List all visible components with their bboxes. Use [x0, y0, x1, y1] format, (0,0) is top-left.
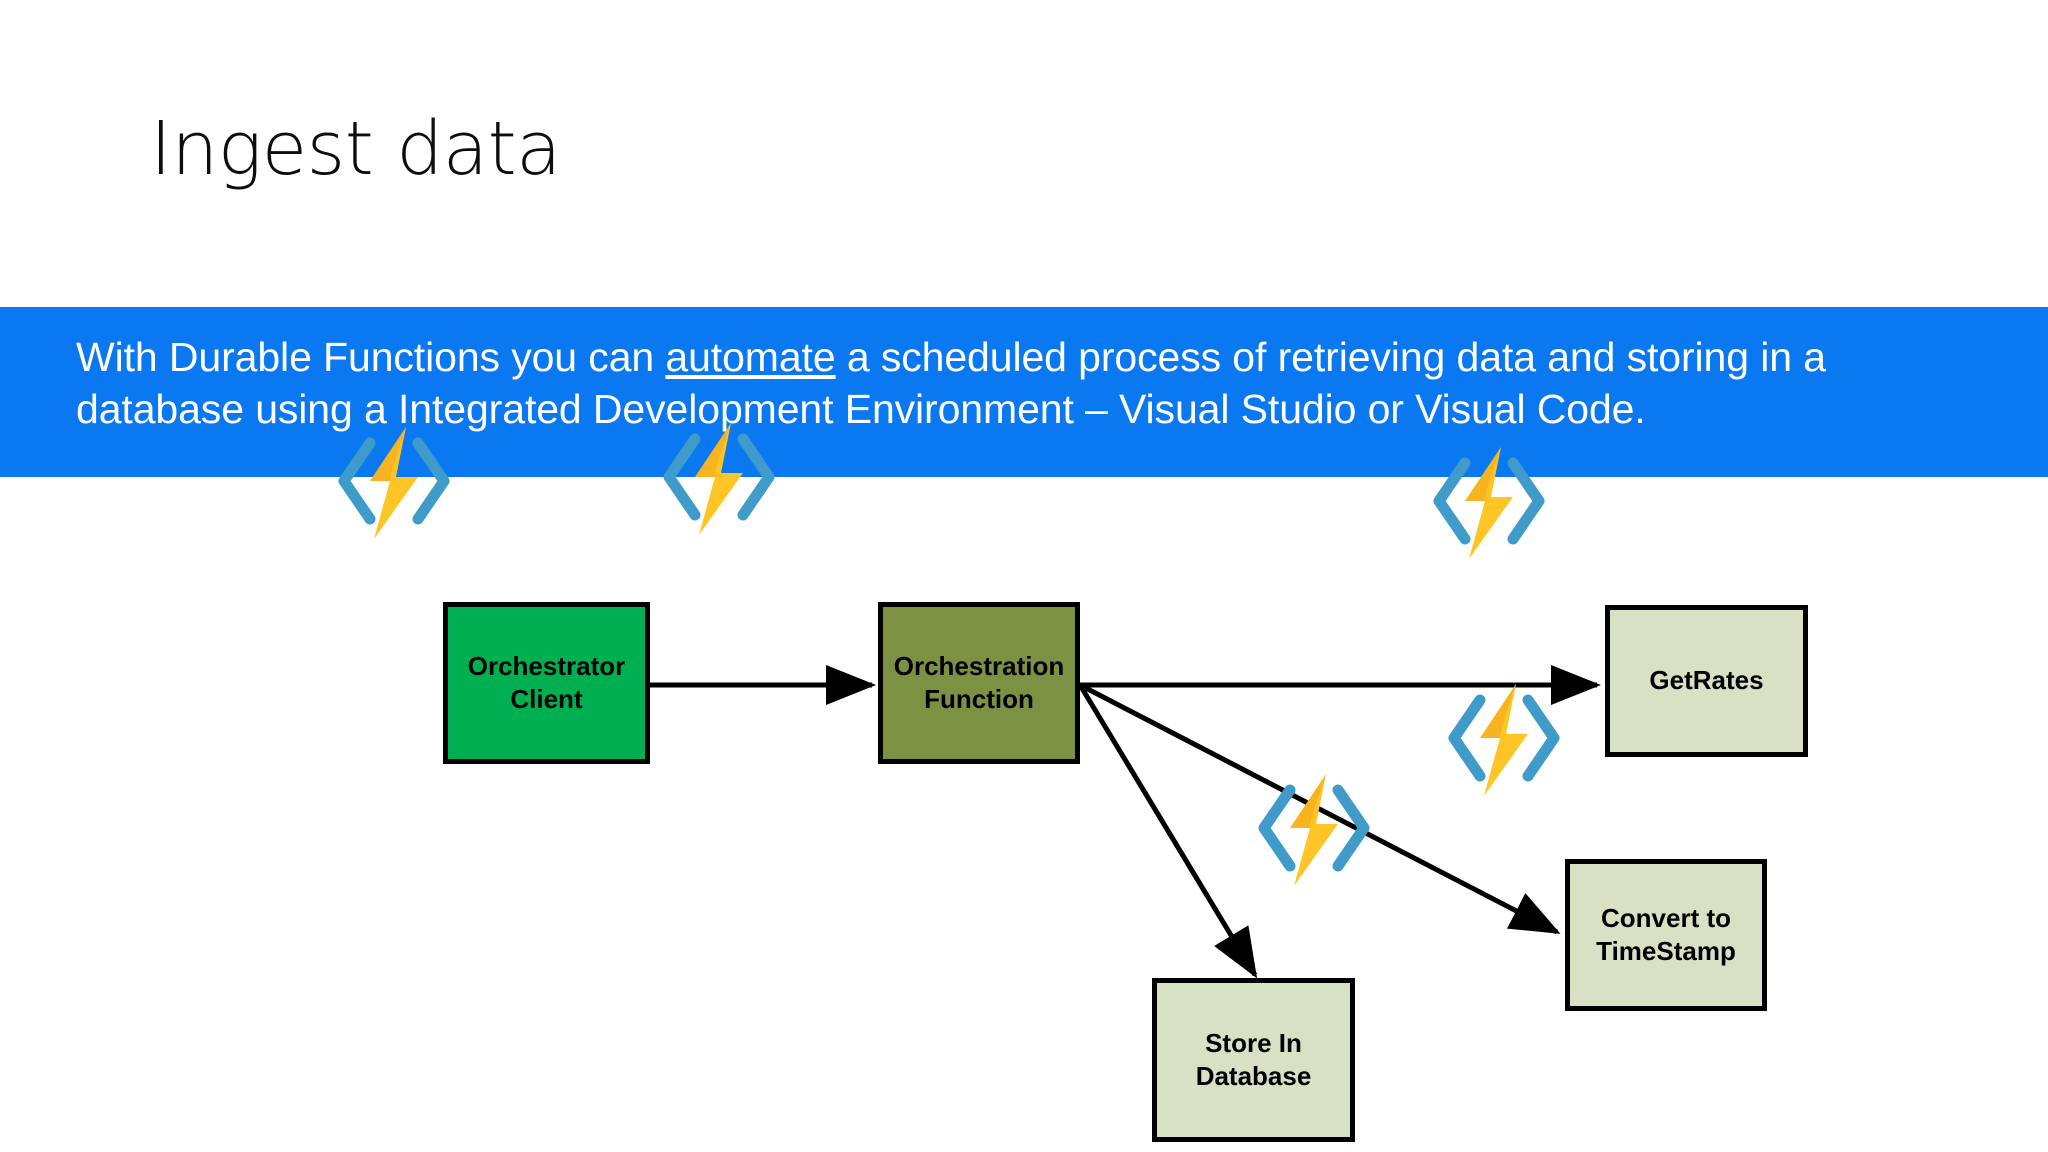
- banner-text-part-1: With Durable Functions you can: [76, 334, 666, 380]
- highlight-banner: With Durable Functions you can automate …: [0, 307, 2048, 477]
- node-store-in-database[interactable]: Store In Database: [1152, 978, 1355, 1142]
- node-orchestrator-client[interactable]: Orchestrator Client: [443, 602, 650, 764]
- banner-text: With Durable Functions you can automate …: [76, 331, 1978, 436]
- banner-text-part-2: a scheduled process of retrieving data a…: [835, 334, 1826, 380]
- node-convert-to-timestamp[interactable]: Convert to TimeStamp: [1565, 859, 1767, 1011]
- edge-function-to-store: [1077, 683, 1258, 979]
- diagram-connectors: [650, 665, 1602, 979]
- banner-text-emphasis: automate: [665, 334, 836, 380]
- node-get-rates[interactable]: GetRates: [1605, 605, 1808, 757]
- azure-functions-icon: [1250, 772, 1378, 892]
- architecture-diagram: Orchestrator Client Orchestration Functi…: [0, 423, 2048, 1152]
- azure-functions-icon: [330, 425, 458, 545]
- azure-functions-icon: [1425, 445, 1553, 565]
- azure-functions-icon: [655, 421, 783, 541]
- page-title: Ingest data: [150, 106, 561, 192]
- azure-functions-icon: [1440, 682, 1568, 802]
- node-orchestration-function[interactable]: Orchestration Function: [878, 602, 1080, 764]
- banner-text-line-2: database using a Integrated Development …: [76, 386, 1646, 433]
